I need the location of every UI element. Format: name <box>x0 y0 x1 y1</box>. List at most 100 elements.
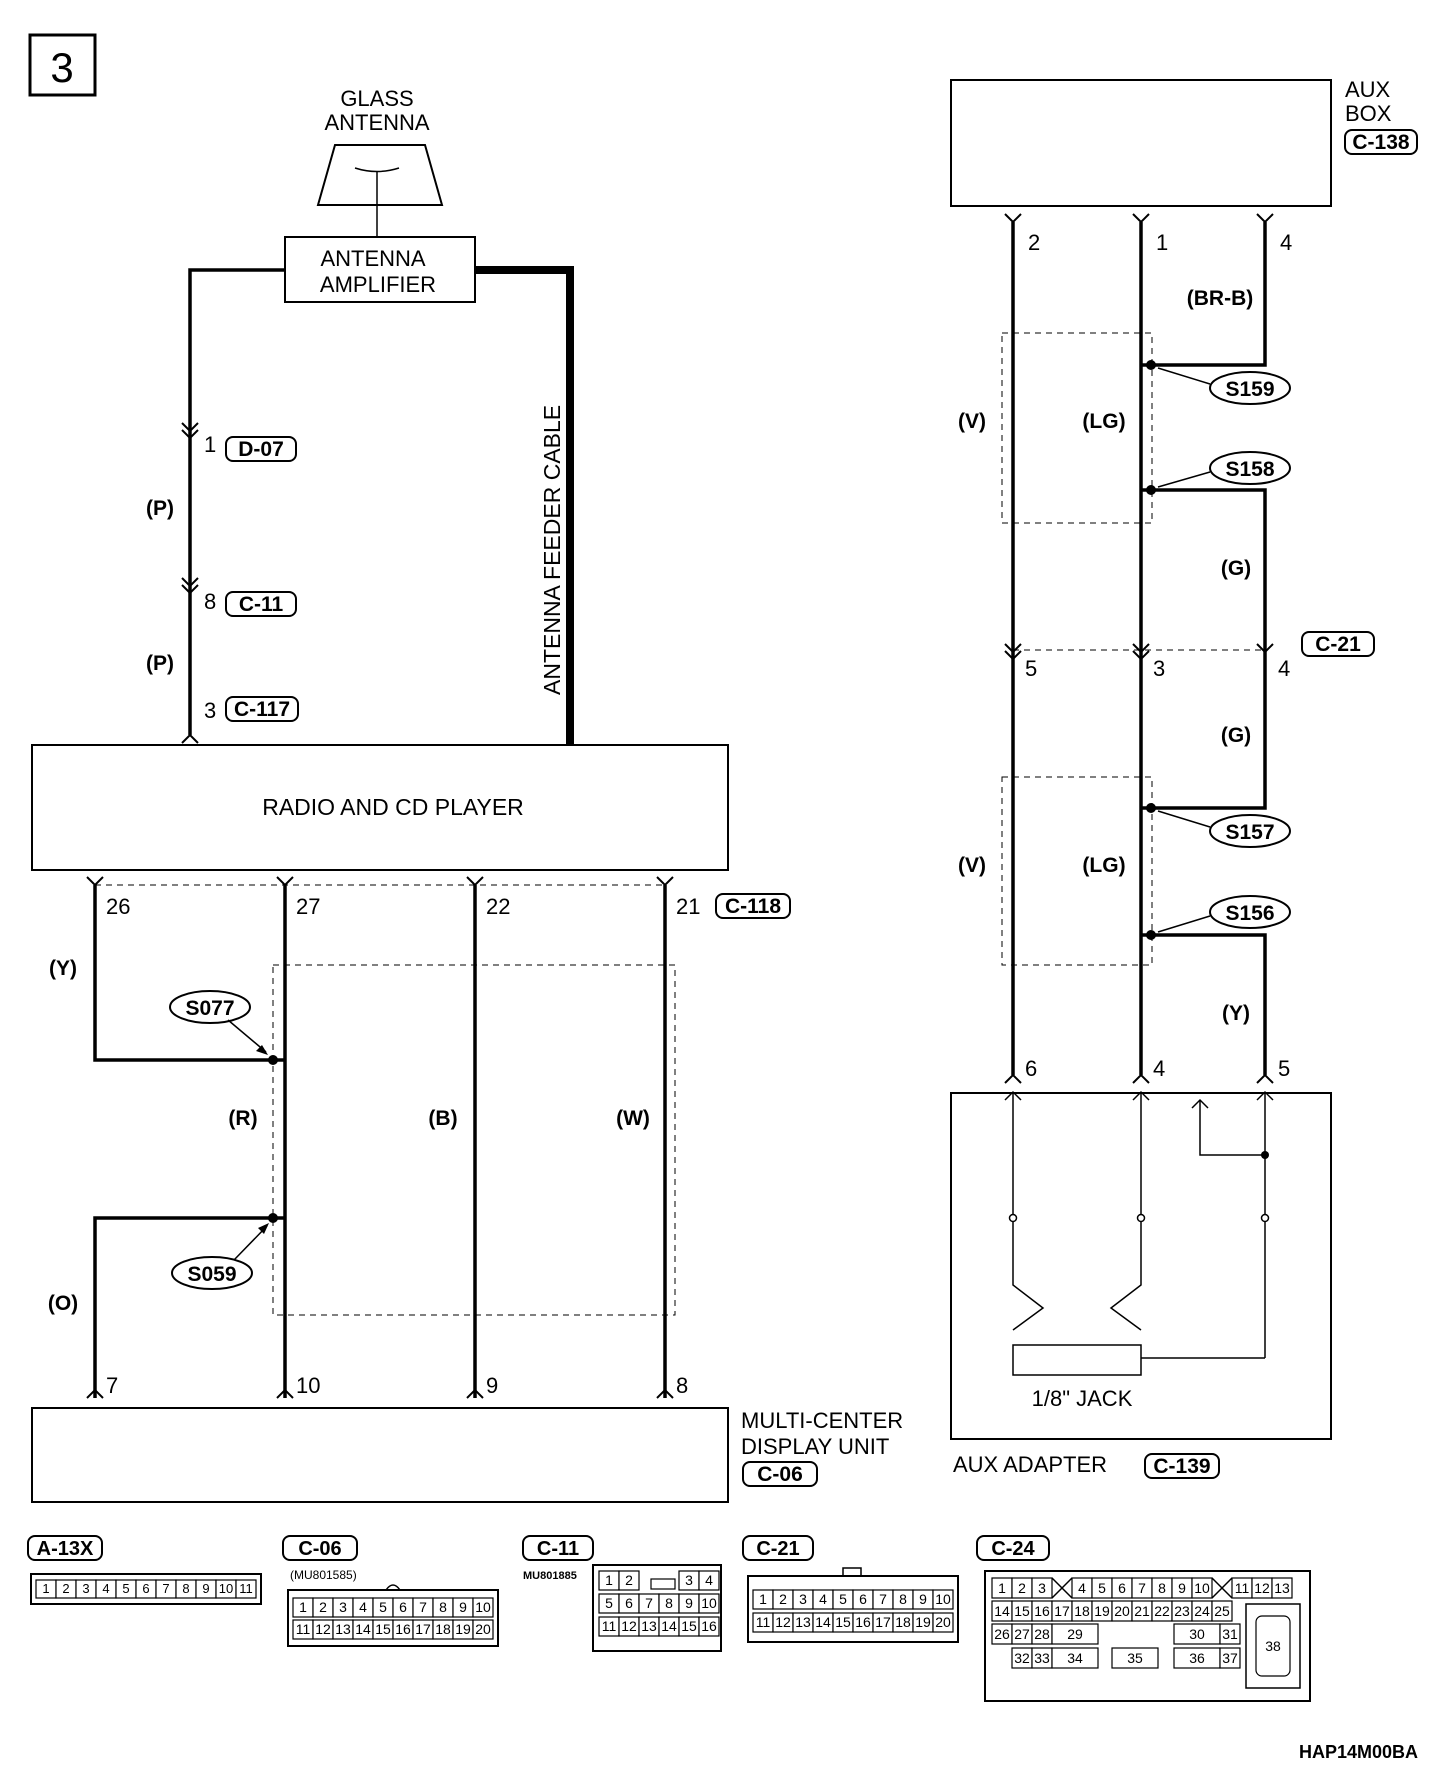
page-number: 3 <box>50 44 73 91</box>
conn-view-c21-latch <box>842 1567 862 1577</box>
conn-view-c24-cell <box>1051 1623 1099 1645</box>
conn-view-c11-r0b-pin: 4 <box>705 1572 713 1588</box>
conn-view-c11-part: MU801885 <box>523 1570 577 1582</box>
pin-c138-2: 2 <box>1028 230 1040 255</box>
conn-view-a13x-pin: 1 <box>42 1581 49 1596</box>
splice-leader-s156 <box>1157 915 1211 933</box>
conn-view-c06-r1-cell <box>472 1597 494 1618</box>
wire-color-b: (B) <box>428 1107 457 1130</box>
conn-view-c11-r0a-pin: 1 <box>605 1572 613 1588</box>
pin-mcdu-9: 9 <box>486 1373 498 1398</box>
conn-view-c11-tag <box>522 1535 594 1561</box>
conn-view-c21-r2-pin: 16 <box>855 1614 871 1630</box>
pin-c118-21: 21 <box>676 894 700 919</box>
connector-c11: C-11 <box>239 593 284 616</box>
conn-view-c06-body <box>287 1589 499 1647</box>
pin-c118-26: 26 <box>106 894 130 919</box>
conn-view-c24-body <box>984 1570 1311 1702</box>
conn-view-c11-r2-pin: 14 <box>661 1618 677 1634</box>
wire-color-g1: (G) <box>1221 557 1251 580</box>
splice-tag-s159 <box>1209 371 1291 405</box>
wire-br-b <box>1151 222 1267 367</box>
conn-view-c24-cell <box>1111 1647 1159 1669</box>
conn-view-c11-r2-cell <box>698 1616 720 1637</box>
conn-view-c11-r2-pin: 12 <box>621 1618 637 1634</box>
mcdu-connector: C-06 <box>757 1463 803 1486</box>
splice-tag-s158 <box>1209 451 1291 485</box>
conn-view-c24-pin: 36 <box>1189 1650 1205 1666</box>
wire-color-p1: (P) <box>146 497 174 520</box>
conn-view-c06-r2-pin: 13 <box>335 1621 351 1637</box>
conn-view-c21-r2-pin: 14 <box>815 1614 831 1630</box>
conn-view-c24-r2-pin: 24 <box>1194 1603 1210 1619</box>
shield-box-right-upper <box>1001 332 1153 524</box>
conn-view-c24-r2-pin: 16 <box>1034 1603 1050 1619</box>
conn-view-c21-r2-pin: 12 <box>775 1614 791 1630</box>
conn-view-c24-r3a-pin: 26 <box>994 1626 1010 1642</box>
conn-view-a13x-pin: 10 <box>219 1581 233 1596</box>
conn-view-c24-pin: 30 <box>1189 1626 1205 1642</box>
shield-box-right-lower <box>1001 776 1153 966</box>
junction-dot <box>1261 1151 1269 1159</box>
conn-view-c24-r3c-cell <box>1219 1623 1241 1645</box>
connector-chevrons-d07 <box>181 422 199 440</box>
conn-view-c21-r1-pin: 3 <box>799 1591 807 1607</box>
mcdu-box <box>31 1407 729 1503</box>
conn-view-c11-r2-pin: 15 <box>681 1618 697 1634</box>
conn-view-c24-r2-pin: 18 <box>1074 1603 1090 1619</box>
conn-view-a13x-pin: 6 <box>142 1581 149 1596</box>
conn-view-c06-r2-cell <box>472 1619 494 1640</box>
wire-color-g2: (G) <box>1221 724 1251 747</box>
aux-adapter-pin-arrows <box>1004 1073 1274 1084</box>
conn-view-c06-r2-pin: 17 <box>415 1621 431 1637</box>
connector-tag-c117 <box>225 696 299 722</box>
conn-view-c24-blank-2 <box>1211 1577 1233 1599</box>
connector-tag-c118 <box>715 893 791 919</box>
conn-view-c11-r2-pin: 13 <box>641 1618 657 1634</box>
pin-c139-5: 5 <box>1278 1056 1290 1081</box>
splice-dot-s156 <box>1146 930 1156 940</box>
conn-view-c24-r1b-cell <box>1191 1577 1213 1599</box>
wire-y-left <box>93 885 273 1062</box>
conn-view-c21-r1-pin: 2 <box>779 1591 787 1607</box>
pin-mcdu-7: 7 <box>106 1373 118 1398</box>
conn-view-c11-key <box>650 1578 676 1590</box>
splice-dot-s157 <box>1146 803 1156 813</box>
splice-s059: S059 <box>187 1263 236 1286</box>
conn-view-c11-r1-pin: 5 <box>605 1595 613 1611</box>
conn-view-c21-r1-pin: 8 <box>899 1591 907 1607</box>
conn-view-c24-r4a-pin: 33 <box>1034 1650 1050 1666</box>
conn-view-c24-r3a-pin: 28 <box>1034 1626 1050 1642</box>
conn-view-c06-r1-pin: 5 <box>379 1599 387 1615</box>
glass-antenna-label-2: ANTENNA <box>324 110 429 135</box>
conn-view-c11-r0a-pin: 2 <box>625 1572 633 1588</box>
pin-c21-5: 5 <box>1025 656 1037 681</box>
aux-adapter-internal <box>1004 1090 1274 1376</box>
connector-tag-c21 <box>1301 631 1375 657</box>
conn-view-c06-part: (MU801585) <box>290 1568 357 1582</box>
pin-c21-3: 3 <box>1153 656 1165 681</box>
pin-c139-4: 4 <box>1153 1056 1165 1081</box>
conn-view-c21-r2-pin: 20 <box>935 1614 951 1630</box>
conn-view-c11-r0a-cell <box>618 1570 640 1591</box>
conn-view-a13x-tag <box>27 1535 103 1561</box>
conn-view-a13x-pin: 2 <box>62 1581 69 1596</box>
conn-view-c24-big-pin: 38 <box>1265 1638 1281 1654</box>
conn-view-c24-pin: 35 <box>1127 1650 1143 1666</box>
mcdu-label-1: MULTI-CENTER <box>741 1408 903 1433</box>
conn-view-a13x-pin: 3 <box>82 1581 89 1596</box>
radio-cd-player-box <box>31 744 729 871</box>
conn-view-a13x-pin: 8 <box>182 1581 189 1596</box>
wire-g <box>1151 488 1267 810</box>
conn-view-c24-r1a-pin: 2 <box>1018 1580 1026 1596</box>
terminal-dot-1 <box>1008 1213 1018 1223</box>
conn-view-c06-tag <box>282 1535 358 1561</box>
aux-box-connector: C-138 <box>1352 131 1410 154</box>
conn-view-c24-r4a-pin: 32 <box>1014 1650 1030 1666</box>
conn-view-c06-r1-pin: 7 <box>419 1599 427 1615</box>
conn-view-c06-r2-pin: 12 <box>315 1621 331 1637</box>
conn-view-c24-r2-pin: 22 <box>1154 1603 1170 1619</box>
splice-s157: S157 <box>1225 821 1274 844</box>
